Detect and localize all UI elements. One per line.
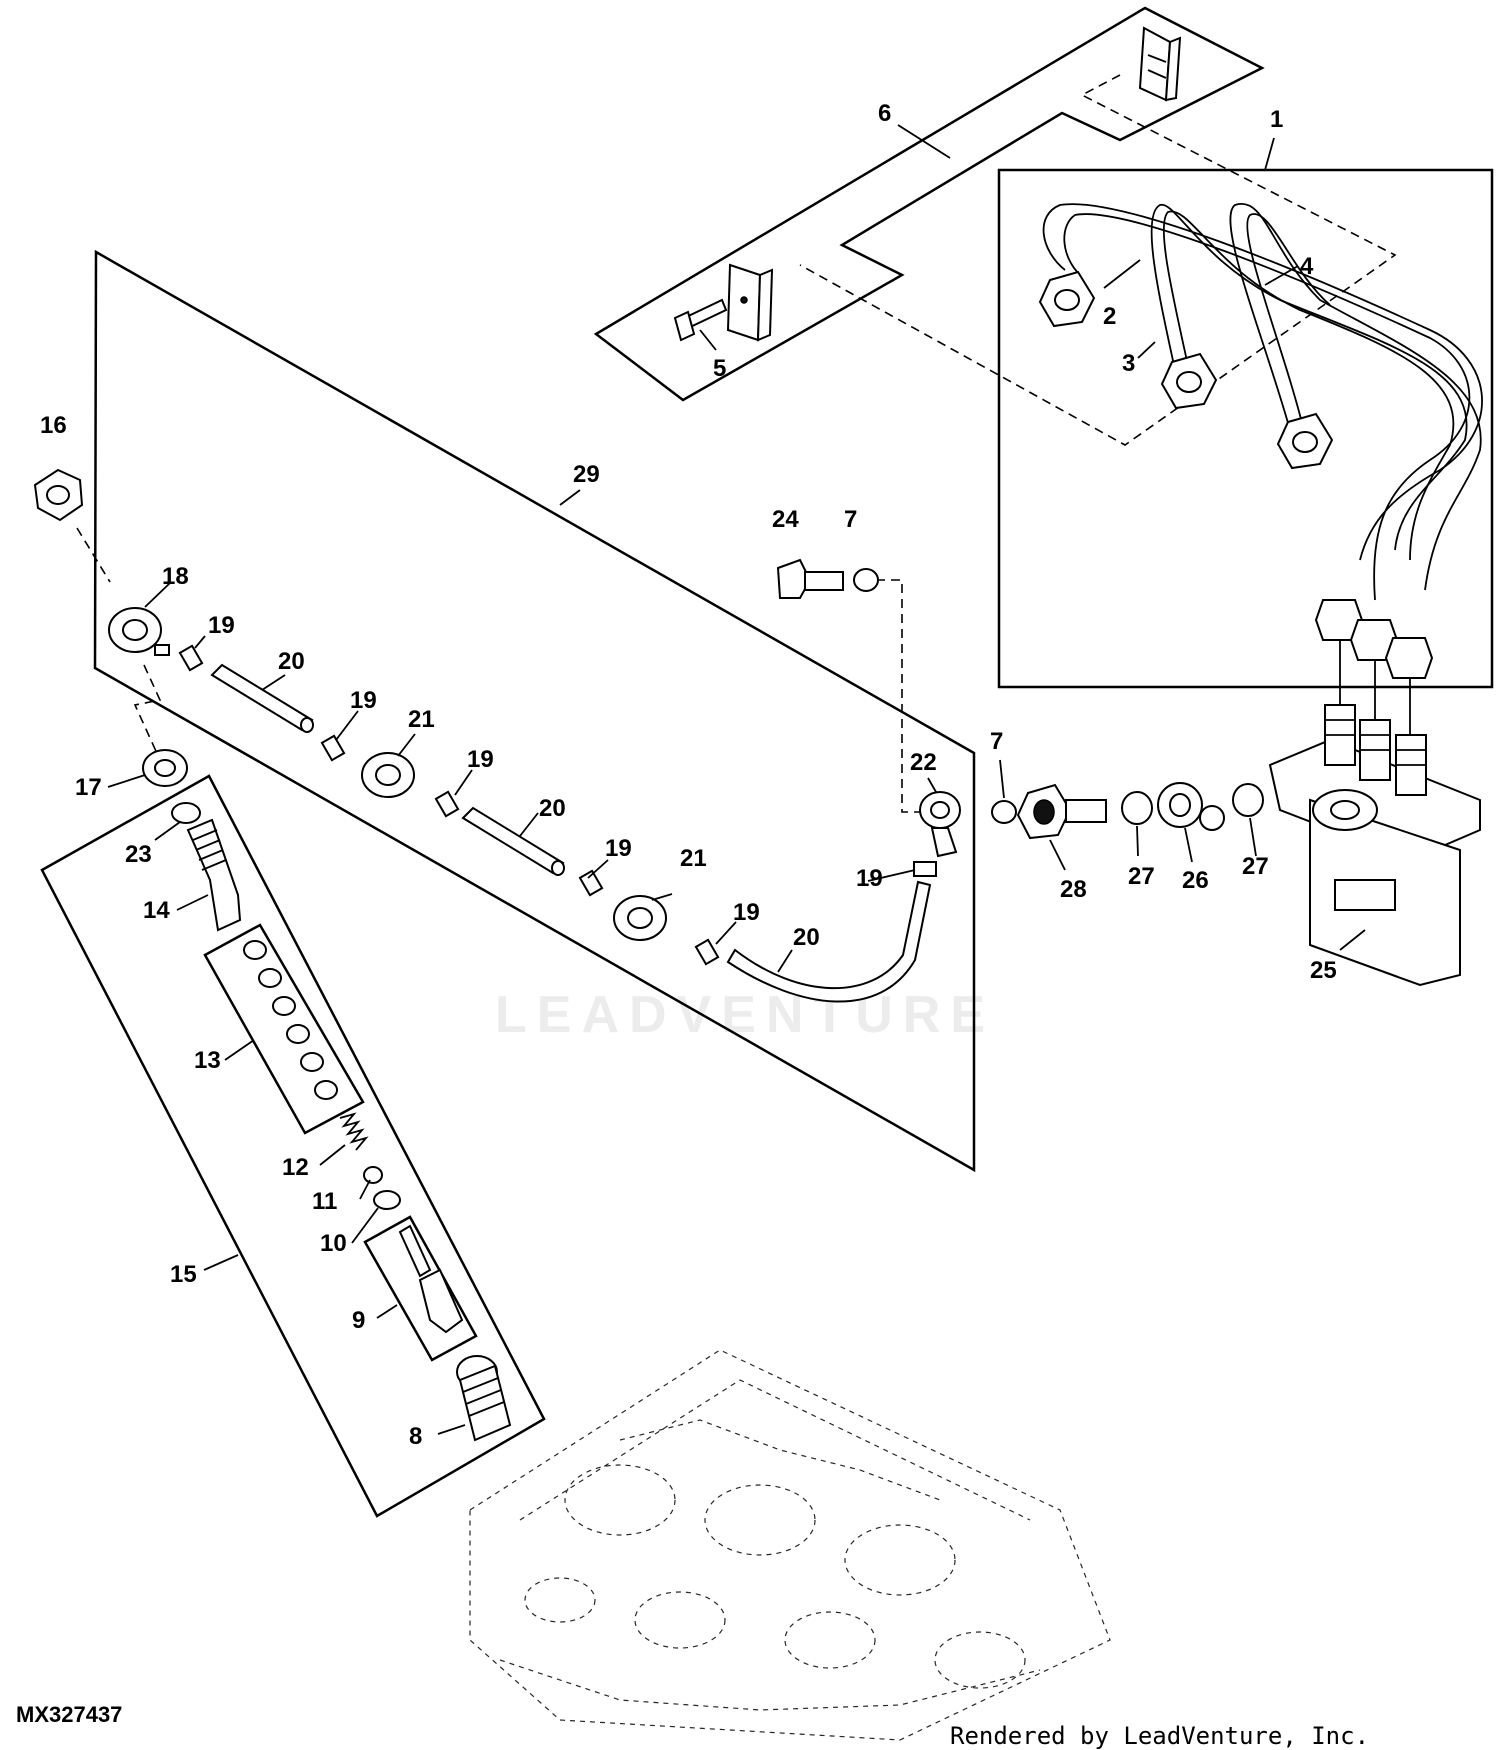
nut-16 <box>33 468 84 522</box>
dashed-link-bolt <box>876 579 938 813</box>
callout-8: 8 <box>409 1423 422 1450</box>
callout-20-a: 20 <box>278 648 305 675</box>
callout-2: 2 <box>1103 303 1116 330</box>
dashed-link-nut16 <box>76 527 111 583</box>
callout-19-d: 19 <box>605 835 632 862</box>
injection-pump <box>1268 704 1481 987</box>
banjo-fitting-18 <box>108 607 170 656</box>
gasket-17-inner <box>154 759 176 777</box>
callout-3: 3 <box>1122 350 1135 377</box>
group-outline-15 <box>40 774 546 1518</box>
pump-end-nuts <box>1314 599 1434 679</box>
callout-19-f: 19 <box>856 865 883 892</box>
seal-27-right <box>1232 783 1264 817</box>
callout-28: 28 <box>1060 876 1087 903</box>
group-outline-9 <box>363 1215 478 1362</box>
fitting-28 <box>1016 783 1107 840</box>
render-credit: Rendered by LeadVenture, Inc. <box>950 1722 1370 1750</box>
callout-15: 15 <box>170 1261 197 1288</box>
callout-10: 10 <box>320 1230 347 1257</box>
callout-21-a: 21 <box>408 706 435 733</box>
clamp-screw <box>673 298 728 342</box>
washer-7-upper <box>853 568 879 592</box>
spacer-10 <box>373 1190 401 1210</box>
callout-14: 14 <box>143 897 170 924</box>
group-outline-1 <box>997 168 1494 689</box>
callout-20-c: 20 <box>793 924 820 951</box>
nozzle-nut-8 <box>456 1355 512 1442</box>
callout-20-b: 20 <box>539 795 566 822</box>
banjo-fitting-21-lower <box>613 895 667 941</box>
hose-20-upper <box>210 663 314 733</box>
callout-7-lower: 7 <box>990 728 1003 755</box>
callout-16: 16 <box>40 412 67 439</box>
figure-id-label: MX327437 <box>16 1702 123 1727</box>
callout-5: 5 <box>713 355 726 382</box>
washer-7-lower <box>991 800 1017 824</box>
nozzle-holder-14 <box>186 818 242 932</box>
callout-17: 17 <box>75 774 102 801</box>
callout-11: 11 <box>312 1188 337 1215</box>
shims-13 <box>243 940 338 1100</box>
dashed-link-17 <box>133 664 162 761</box>
callout-4: 4 <box>1300 253 1314 280</box>
injection-line-4-nut <box>1276 412 1334 470</box>
o-ring-23 <box>171 802 201 824</box>
callout-19-e: 19 <box>733 899 760 926</box>
seal-27-left <box>1121 791 1153 825</box>
leader-lines <box>107 124 1366 1435</box>
callout-25: 25 <box>1310 957 1337 984</box>
banjo-26 <box>1157 782 1225 831</box>
banjo-fitting-22 <box>919 791 961 858</box>
callout-9: 9 <box>352 1307 365 1334</box>
callout-23: 23 <box>125 841 152 868</box>
group-outline-6 <box>593 6 1265 402</box>
callout-6: 6 <box>878 100 891 127</box>
cylinder-head-reference <box>469 1349 1111 1741</box>
pressure-pin-11 <box>363 1166 383 1184</box>
callout-24: 24 <box>772 506 799 533</box>
group-outline-13 <box>203 923 365 1135</box>
injection-line-3-nut <box>1160 352 1218 410</box>
callout-7-upper: 7 <box>844 506 857 533</box>
callout-12: 12 <box>282 1154 309 1181</box>
injection-lines-assembly <box>1042 202 1483 601</box>
callout-19-b: 19 <box>350 687 377 714</box>
callout-29: 29 <box>573 461 600 488</box>
banjo-fitting-21-upper <box>361 752 415 798</box>
callout-1: 1 <box>1270 106 1283 133</box>
callout-21-b: 21 <box>680 845 707 872</box>
clamp-plate-upper <box>1138 26 1182 102</box>
nozzle-9 <box>398 1224 464 1334</box>
hose-20-middle <box>461 806 565 876</box>
clamp-plate-lower <box>726 263 774 342</box>
dashed-link-clamp <box>799 74 1397 446</box>
hose-20-lower <box>726 880 932 1003</box>
banjo-bolt-24 <box>776 558 844 599</box>
injection-line-2-nut <box>1038 270 1096 328</box>
group-outline-29 <box>93 249 976 1173</box>
callout-19-a: 19 <box>208 612 235 639</box>
hose-clips-19 <box>178 644 937 966</box>
callout-27-b: 27 <box>1242 853 1269 880</box>
callout-13: 13 <box>194 1047 221 1074</box>
watermark: LEADVENTURE <box>495 986 996 1044</box>
callout-27-a: 27 <box>1128 863 1155 890</box>
callout-19-c: 19 <box>467 746 494 773</box>
callout-22: 22 <box>910 749 937 776</box>
spring-12 <box>339 1112 369 1151</box>
callout-26: 26 <box>1182 867 1209 894</box>
callout-18: 18 <box>162 563 189 590</box>
